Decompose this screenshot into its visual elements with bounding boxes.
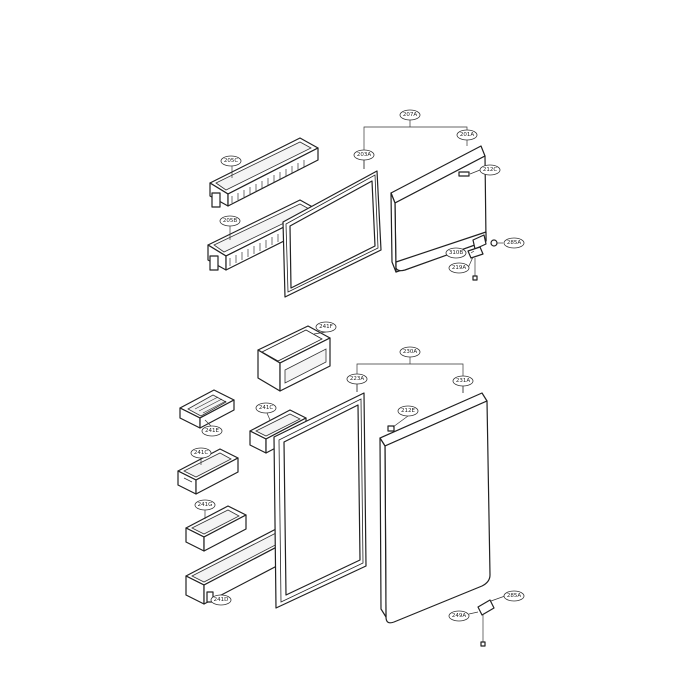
- svg-text:223A: 223A: [350, 376, 364, 382]
- svg-text:285A: 285A: [507, 593, 521, 599]
- svg-text:241D: 241D: [214, 597, 229, 603]
- callout-205b: 205B: [219, 215, 241, 227]
- svg-text:241E: 241E: [205, 428, 219, 434]
- door-bin-205c: [209, 137, 319, 208]
- svg-text:249A: 249A: [452, 613, 466, 619]
- callout-203a: 203A: [353, 149, 375, 161]
- callout-212c: 212C: [479, 164, 501, 176]
- hinge-assembly-top: [467, 234, 498, 281]
- svg-text:219A: 219A: [452, 265, 466, 271]
- door-bin-241d: [185, 528, 295, 605]
- svg-text:285A: 285A: [507, 240, 521, 246]
- svg-text:241G: 241G: [198, 502, 213, 508]
- svg-text:231A: 231A: [456, 378, 470, 384]
- door-bin-241f: [257, 325, 331, 392]
- svg-text:212C: 212C: [483, 167, 497, 173]
- callout-219a: 219A: [448, 262, 470, 274]
- fresh-food-door-231a: [379, 392, 491, 624]
- callout-212e: 212E: [397, 405, 419, 417]
- freezer-door-201a: [390, 145, 487, 273]
- door-gasket-203a: [282, 170, 382, 298]
- svg-text:203A: 203A: [357, 152, 371, 158]
- door-gasket-223a: [273, 392, 367, 609]
- part-212e: [387, 425, 395, 432]
- svg-text:241C: 241C: [259, 405, 273, 411]
- svg-text:205B: 205B: [223, 218, 237, 224]
- callout-231a: 231A: [452, 375, 474, 387]
- callout-207a: 207A: [399, 109, 421, 121]
- svg-text:212E: 212E: [401, 408, 415, 414]
- callout-241e: 241E: [201, 425, 223, 437]
- callout-205c: 205C: [220, 155, 242, 167]
- svg-text:241F: 241F: [319, 324, 333, 330]
- callout-230a: 230A: [399, 346, 421, 358]
- door-bin-241c-lower: [177, 448, 239, 495]
- callout-241g: 241G: [194, 499, 216, 511]
- callout-285a-bottom: 285A: [503, 590, 525, 602]
- callout-249a: 249A: [448, 610, 470, 622]
- svg-text:241C: 241C: [194, 450, 208, 456]
- door-bin-241e: [179, 389, 235, 429]
- door-bin-241g: [185, 505, 247, 552]
- callout-241d: 241D: [210, 594, 232, 606]
- svg-text:230A: 230A: [403, 349, 417, 355]
- svg-text:207A: 207A: [403, 112, 417, 118]
- hinge-assembly-bottom: [477, 599, 495, 647]
- callout-285a-top: 285A: [503, 237, 525, 249]
- callout-310b: 310B: [445, 247, 467, 259]
- svg-text:201A: 201A: [460, 132, 474, 138]
- callout-241c-upper: 241C: [255, 402, 277, 414]
- callout-241c-lower: 241C: [190, 447, 212, 459]
- callout-241f: 241F: [315, 321, 337, 333]
- callout-223a: 223A: [346, 373, 368, 385]
- svg-text:205C: 205C: [224, 158, 238, 164]
- callout-201a: 201A: [456, 129, 478, 141]
- svg-text:310B: 310B: [449, 250, 463, 256]
